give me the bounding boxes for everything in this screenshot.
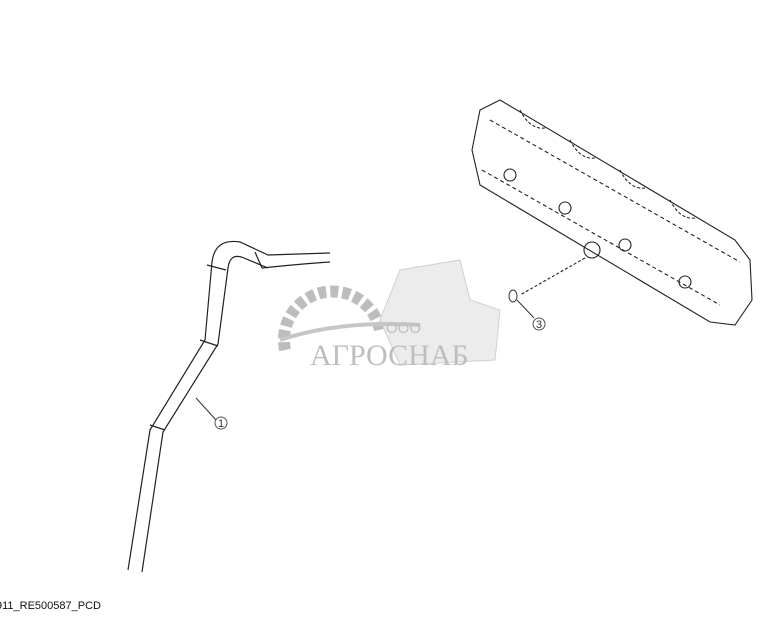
callout-3: 3 [536,319,542,331]
callout-circle-1 [214,416,228,430]
watermark-logo: ООО АГРОСНАБ [277,259,501,372]
gear-icon [277,285,386,352]
combine-harvester-icon [379,259,501,366]
callout-circle-3 [532,317,546,331]
callout-leader-1 [195,397,217,421]
callout-1: 1 [218,418,224,430]
watermark-name: АГРОСНАБ [310,339,469,372]
watermark-prefix: ООО [386,320,421,337]
figure-id: 911_RE500587_PCD [0,600,101,612]
gasket-part [508,289,518,303]
hose-part [127,240,331,573]
valve-cover-part [471,99,753,326]
callout-leader-3 [516,299,535,319]
